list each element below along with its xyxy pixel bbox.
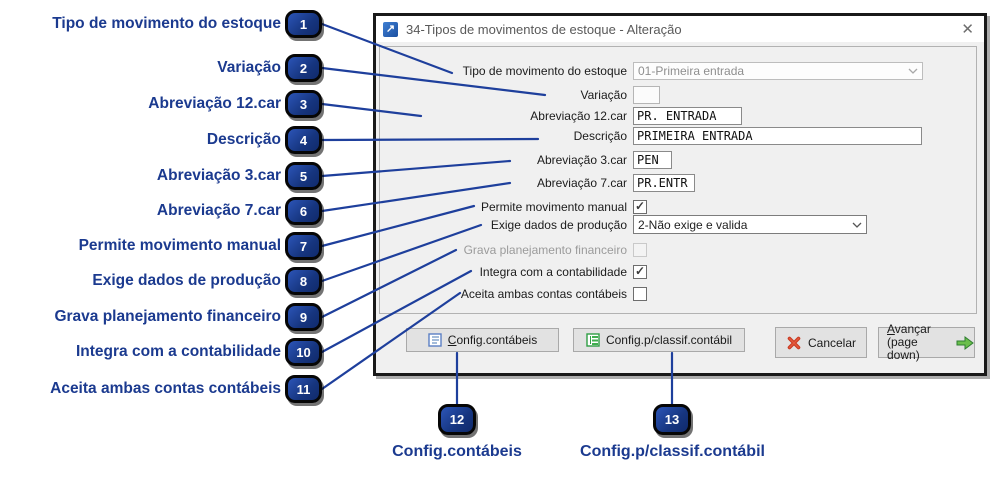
grava-checkbox xyxy=(633,242,647,257)
document-icon xyxy=(428,333,442,347)
field-row-abrev12: Abreviação 12.car xyxy=(376,107,984,125)
permite-checkbox[interactable]: ✓ xyxy=(633,199,647,214)
variacao-label: Variação xyxy=(580,88,627,102)
field-row-grava: Grava planejamento financeiro xyxy=(376,242,984,257)
field-row-tipo: Tipo de movimento do estoque 01-Primeira… xyxy=(376,62,984,80)
integra-label: Integra com a contabilidade xyxy=(479,264,627,279)
form-panel xyxy=(379,46,977,314)
annotation-label-4: Descrição xyxy=(206,131,281,148)
green-arrow-right-icon xyxy=(956,335,974,350)
button-label: Avançar(page down) xyxy=(887,322,931,362)
check-icon: ✓ xyxy=(634,264,646,278)
annotation-label-1: Tipo de movimento do estoque xyxy=(52,15,281,32)
config-contabeis-button[interactable]: Config.contábeis xyxy=(406,328,559,352)
field-row-abrev3: Abreviação 3.car xyxy=(376,151,984,169)
button-label: Config.p/classif.contábil xyxy=(605,333,733,347)
annotation-badge-7: 7 xyxy=(285,232,322,260)
integra-checkbox[interactable]: ✓ xyxy=(633,264,647,279)
descricao-label: Descrição xyxy=(573,129,627,143)
next-page-button[interactable]: Avançar(page down) xyxy=(878,323,975,362)
aceita-checkbox[interactable] xyxy=(633,286,647,301)
annotation-badge-12: 12 xyxy=(438,404,476,435)
app-icon: ↗ xyxy=(383,21,398,37)
table-icon xyxy=(586,333,600,347)
annotation-badge-11: 11 xyxy=(285,375,322,403)
field-row-abrev7: Abreviação 7.car xyxy=(376,174,984,192)
annotation-label-10: Integra com a contabilidade xyxy=(76,343,281,360)
exige-label: Exige dados de produção xyxy=(490,217,627,232)
annotation-label-9: Grava planejamento financeiro xyxy=(54,308,281,325)
annotation-badge-3: 3 xyxy=(285,90,322,118)
annotation-label-8: Exige dados de produção xyxy=(92,272,281,289)
annotation-label-2: Variação xyxy=(217,59,281,76)
close-icon[interactable]: ✕ xyxy=(961,21,974,38)
field-row-aceita: Aceita ambas contas contábeis xyxy=(376,286,984,301)
annotation-label-3: Abreviação 12.car xyxy=(148,95,281,112)
abrev3-input[interactable] xyxy=(633,151,672,169)
annotation-label-13: Config.p/classif.contábil xyxy=(580,443,765,460)
field-row-variacao: Variação xyxy=(376,86,984,104)
abrev12-input[interactable] xyxy=(633,107,742,125)
grava-label: Grava planejamento financeiro xyxy=(463,242,627,257)
annotation-label-6: Abreviação 7.car xyxy=(156,202,281,219)
dialog-titlebar: ↗ 34-Tipos de movimentos de estoque - Al… xyxy=(376,16,984,42)
red-x-icon xyxy=(786,335,802,351)
annotation-label-11: Aceita ambas contas contábeis xyxy=(50,380,281,397)
abrev7-label: Abreviação 7.car xyxy=(536,176,627,190)
abrev12-label: Abreviação 12.car xyxy=(530,109,627,123)
annotation-badge-4: 4 xyxy=(285,126,322,154)
trend-arrow-icon: ↗ xyxy=(385,22,396,35)
abrev3-label: Abreviação 3.car xyxy=(536,153,627,167)
permite-label: Permite movimento manual xyxy=(480,199,627,214)
annotation-label-7: Permite movimento manual xyxy=(78,237,281,254)
chevron-down-icon xyxy=(848,222,866,228)
annotation-label-5: Abreviação 3.car xyxy=(156,167,281,184)
exige-value: 2-Não exige e valida xyxy=(638,217,748,232)
exige-combobox[interactable]: 2-Não exige e valida xyxy=(633,215,867,234)
tipo-combobox: 01-Primeira entrada xyxy=(633,62,923,80)
cancel-button[interactable]: Cancelar xyxy=(775,327,867,358)
config-classif-button[interactable]: Config.p/classif.contábil xyxy=(573,328,745,352)
annotation-badge-9: 9 xyxy=(285,303,322,331)
dialog-title: 34-Tipos de movimentos de estoque - Alte… xyxy=(406,21,682,37)
annotation-badge-1: 1 xyxy=(285,10,322,38)
descricao-input[interactable] xyxy=(633,127,922,145)
annotation-badge-5: 5 xyxy=(285,162,322,190)
button-label: Cancelar xyxy=(807,335,857,350)
annotation-badge-10: 10 xyxy=(285,338,322,366)
field-row-exige: Exige dados de produção 2-Não exige e va… xyxy=(376,215,984,234)
annotation-badge-8: 8 xyxy=(285,267,322,295)
check-icon: ✓ xyxy=(634,199,646,213)
tipo-label: Tipo de movimento do estoque xyxy=(462,64,627,78)
variacao-field xyxy=(633,86,660,104)
dialog-window: ↗ 34-Tipos de movimentos de estoque - Al… xyxy=(373,13,987,376)
field-row-descricao: Descrição xyxy=(376,127,984,145)
field-row-permite: Permite movimento manual ✓ xyxy=(376,199,984,214)
annotation-badge-13: 13 xyxy=(653,404,691,435)
chevron-down-icon xyxy=(904,68,922,74)
field-row-integra: Integra com a contabilidade ✓ xyxy=(376,264,984,279)
button-label: Config.contábeis xyxy=(447,333,538,347)
annotation-badge-6: 6 xyxy=(285,197,322,225)
aceita-label: Aceita ambas contas contábeis xyxy=(460,286,627,301)
annotation-badge-2: 2 xyxy=(285,54,322,82)
abrev7-input[interactable] xyxy=(633,174,695,192)
annotation-label-12: Config.contábeis xyxy=(392,443,522,460)
tipo-value: 01-Primeira entrada xyxy=(638,64,745,78)
